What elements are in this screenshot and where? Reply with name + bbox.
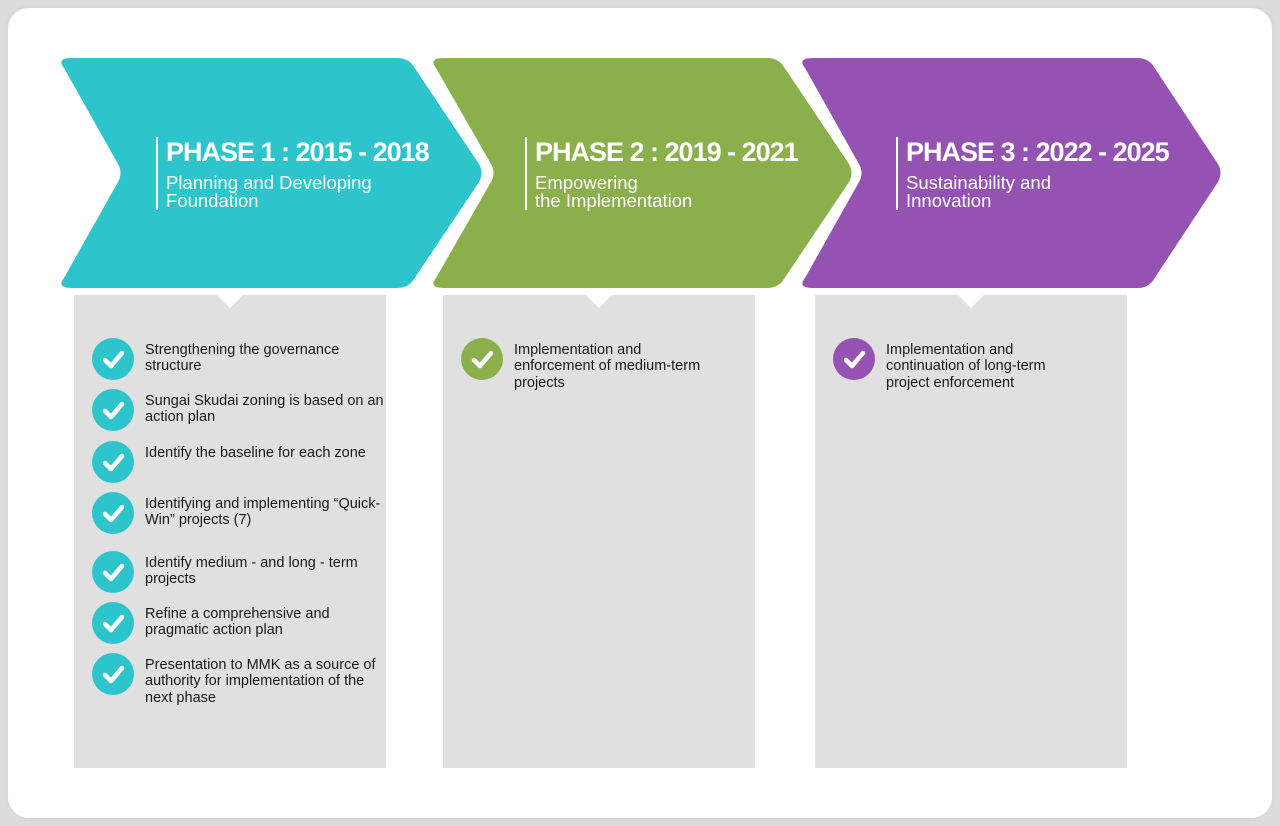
list-item: Identifying and implementing “Quick-Win”… <box>92 492 382 536</box>
item-text: Implementation and continuation of long-… <box>886 342 1046 391</box>
check-circle-icon <box>92 338 134 380</box>
phase-1-subtitle: Planning and Developing Foundation <box>166 172 372 211</box>
check-circle-icon <box>92 389 134 431</box>
phase-1-title: PHASE 1 : 2015 - 2018 <box>166 137 430 167</box>
item-text: Identify the baseline for each zone <box>145 445 366 461</box>
box-notch <box>958 295 984 308</box>
phase-3-box: Implementation and continuation of long-… <box>815 295 1127 768</box>
phase-1-box: Strengthening the governance structure S… <box>74 295 386 768</box>
list-item: Presentation to MMK as a source of autho… <box>92 653 382 723</box>
check-circle-icon <box>92 602 134 644</box>
check-circle-icon <box>92 441 134 483</box>
check-circle-icon <box>833 338 875 380</box>
list-item: Identify the baseline for each zone <box>92 441 382 485</box>
phase-2-header: PHASE 2 : 2019 - 2021 Empowering the Imp… <box>525 137 799 211</box>
phase-2-box: Implementation and enforcement of medium… <box>443 295 755 768</box>
phase-3-title: PHASE 3 : 2022 - 2025 <box>906 137 1170 167</box>
phase-1-header: PHASE 1 : 2015 - 2018 Planning and Devel… <box>156 137 430 211</box>
box-notch <box>586 295 612 308</box>
check-circle-icon <box>461 338 503 380</box>
check-circle-icon <box>92 653 134 695</box>
box-notch <box>217 295 243 308</box>
list-item: Refine a comprehensive and pragmatic act… <box>92 602 382 646</box>
item-text: Strengthening the governance structure <box>145 342 340 375</box>
phase-2-chevron <box>433 58 852 288</box>
check-circle-icon <box>92 492 134 534</box>
item-text: Refine a comprehensive and pragmatic act… <box>145 606 330 639</box>
phase-3-subtitle: Sustainability and Innovation <box>906 172 1052 211</box>
item-text: Identifying and implementing “Quick-Win”… <box>145 496 381 529</box>
item-text: Sungai Skudai zoning is based on an acti… <box>145 393 384 426</box>
check-circle-icon <box>92 551 134 593</box>
phase-3-chevron <box>802 58 1221 288</box>
list-item: Sungai Skudai zoning is based on an acti… <box>92 389 384 433</box>
item-text: Presentation to MMK as a source of autho… <box>145 657 376 706</box>
phase-chevrons <box>61 58 1221 288</box>
phase-2-title: PHASE 2 : 2019 - 2021 <box>535 137 799 167</box>
phase-3-header: PHASE 3 : 2022 - 2025 Sustainability and… <box>896 137 1170 211</box>
phase-2-subtitle: Empowering the Implementation <box>535 172 693 211</box>
list-item: Implementation and enforcement of medium… <box>461 338 751 398</box>
list-item: Implementation and continuation of long-… <box>833 338 1123 398</box>
list-item: Identify medium - and long - term projec… <box>92 551 382 595</box>
list-item: Strengthening the governance structure <box>92 338 382 382</box>
item-text: Implementation and enforcement of medium… <box>514 342 701 391</box>
phase-1-chevron <box>61 58 482 288</box>
item-text: Identify medium - and long - term projec… <box>145 555 358 588</box>
